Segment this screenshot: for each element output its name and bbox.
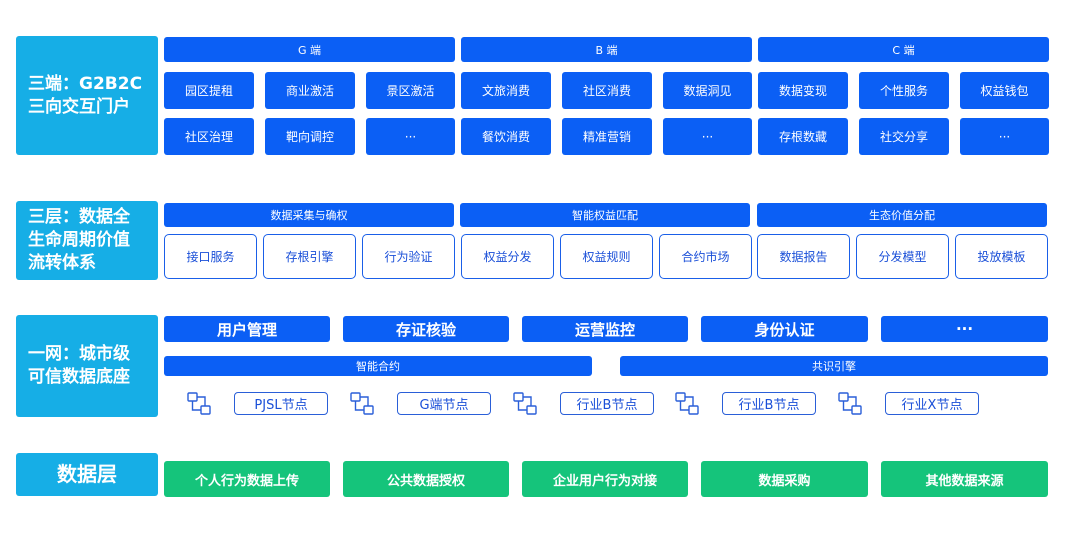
lifecycle-cell[interactable]: 合约市场	[659, 234, 752, 279]
portal-cell[interactable]: 社区治理	[164, 118, 254, 155]
portal-cell[interactable]: 数据洞见	[663, 72, 752, 109]
portal-cell[interactable]: 靶向调控	[265, 118, 355, 155]
network-node[interactable]: G端节点	[397, 392, 491, 415]
consensus-engine-bar[interactable]: 共识引擎	[620, 356, 1048, 376]
lifecycle-layer-label: 三层：数据全 生命周期价值 流转体系	[16, 201, 158, 280]
lifecycle-cell[interactable]: 存根引擎	[263, 234, 356, 279]
lifecycle-cell[interactable]: 数据报告	[757, 234, 850, 279]
portal-cell[interactable]: 存根数藏	[758, 118, 848, 155]
portal-header-g: G 端	[164, 37, 455, 62]
lifecycle-header: 生态价值分配	[757, 203, 1047, 227]
lifecycle-cell[interactable]: 行为验证	[362, 234, 455, 279]
portal-cell[interactable]: 精准营销	[562, 118, 652, 155]
network-node-icon	[838, 392, 862, 415]
network-module[interactable]: ···	[881, 316, 1048, 342]
portal-header-b: B 端	[461, 37, 752, 62]
portal-cell[interactable]: 文旅消费	[461, 72, 551, 109]
network-node-icon	[513, 392, 537, 415]
network-module[interactable]: 身份认证	[701, 316, 868, 342]
portal-cell[interactable]: ···	[366, 118, 455, 155]
lifecycle-header: 智能权益匹配	[460, 203, 750, 227]
portal-cell[interactable]: 景区激活	[366, 72, 455, 109]
portal-cell[interactable]: 社区消费	[562, 72, 652, 109]
data-layer-label: 数据层	[16, 453, 158, 496]
data-source[interactable]: 公共数据授权	[343, 461, 509, 497]
network-module[interactable]: 存证核验	[343, 316, 509, 342]
network-node[interactable]: 行业B节点	[722, 392, 816, 415]
lifecycle-cell[interactable]: 投放模板	[955, 234, 1048, 279]
network-node-icon	[187, 392, 211, 415]
portal-cell[interactable]: ···	[663, 118, 752, 155]
portal-layer-label: 三端：G2B2C 三向交互门户	[16, 36, 158, 155]
portal-header-c: C 端	[758, 37, 1049, 62]
portal-cell[interactable]: 个性服务	[859, 72, 949, 109]
network-layer-label: 一网：城市级 可信数据底座	[16, 315, 158, 417]
network-node[interactable]: 行业X节点	[885, 392, 979, 415]
lifecycle-cell[interactable]: 接口服务	[164, 234, 257, 279]
portal-cell[interactable]: 权益钱包	[960, 72, 1049, 109]
network-node[interactable]: PJSL节点	[234, 392, 328, 415]
data-source[interactable]: 个人行为数据上传	[164, 461, 330, 497]
portal-cell[interactable]: 餐饮消费	[461, 118, 551, 155]
data-source[interactable]: 企业用户行为对接	[522, 461, 688, 497]
portal-cell[interactable]: 商业激活	[265, 72, 355, 109]
portal-cell[interactable]: 园区提租	[164, 72, 254, 109]
lifecycle-cell[interactable]: 权益分发	[461, 234, 554, 279]
portal-cell[interactable]: 社交分享	[859, 118, 949, 155]
lifecycle-cell[interactable]: 分发模型	[856, 234, 949, 279]
lifecycle-header: 数据采集与确权	[164, 203, 454, 227]
network-module[interactable]: 运营监控	[522, 316, 688, 342]
smart-contract-bar[interactable]: 智能合约	[164, 356, 592, 376]
portal-cell[interactable]: 数据变现	[758, 72, 848, 109]
data-source[interactable]: 其他数据来源	[881, 461, 1048, 497]
network-node-icon	[350, 392, 374, 415]
network-node[interactable]: 行业B节点	[560, 392, 654, 415]
network-node-icon	[675, 392, 699, 415]
data-source[interactable]: 数据采购	[701, 461, 868, 497]
lifecycle-cell[interactable]: 权益规则	[560, 234, 653, 279]
portal-cell[interactable]: ···	[960, 118, 1049, 155]
network-module[interactable]: 用户管理	[164, 316, 330, 342]
